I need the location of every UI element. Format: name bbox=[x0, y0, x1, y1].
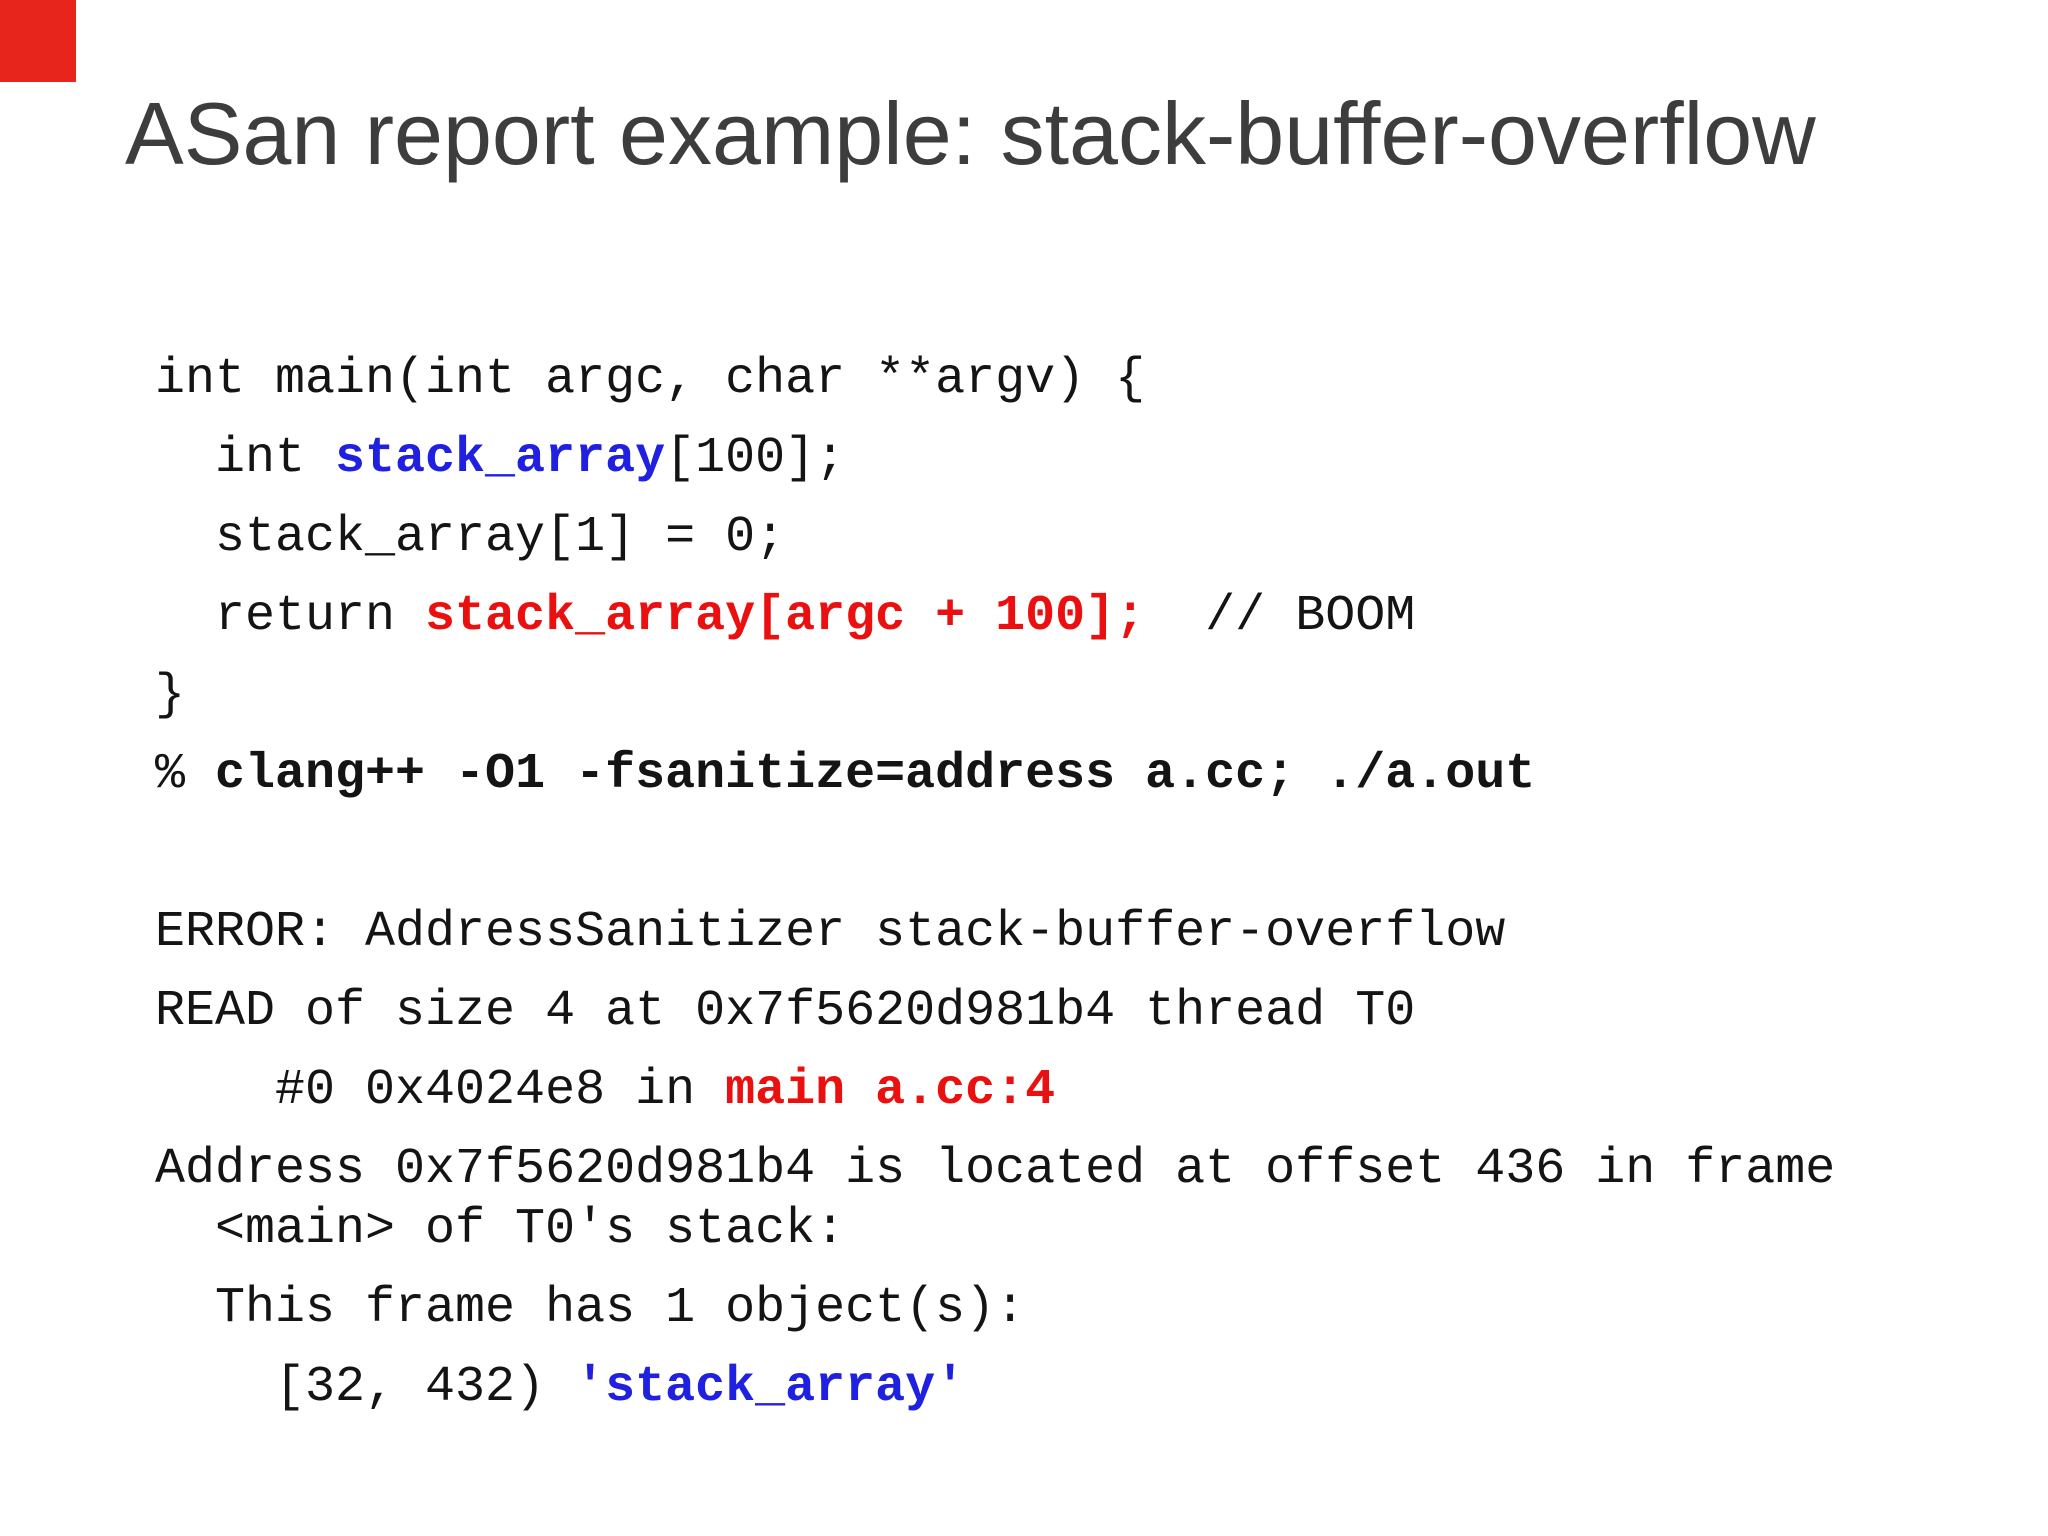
code-segment: return bbox=[155, 588, 426, 645]
code-paragraph: This frame has 1 object(s): bbox=[155, 1279, 1835, 1339]
code-segment: This frame has 1 object(s): bbox=[155, 1280, 1026, 1337]
code-line: int stack_array[100]; bbox=[155, 429, 1835, 489]
code-line: Address 0x7f5620d981b4 is located at off… bbox=[155, 1140, 1835, 1200]
code-paragraph: % clang++ -O1 -fsanitize=address a.cc; .… bbox=[155, 745, 1835, 805]
code-line: READ of size 4 at 0x7f5620d981b4 thread … bbox=[155, 982, 1835, 1042]
code-segment: ERROR: AddressSanitizer stack-buffer-ove… bbox=[155, 904, 1506, 961]
code-line: int main(int argc, char **argv) { bbox=[155, 350, 1835, 410]
code-segment: clang++ -O1 -fsanitize=address a.cc; ./a… bbox=[215, 746, 1536, 803]
code-segment: [32, 432) bbox=[155, 1359, 576, 1416]
code-paragraph bbox=[155, 824, 1835, 884]
code-paragraph: [32, 432) 'stack_array' bbox=[155, 1358, 1835, 1418]
code-line: stack_array[1] = 0; bbox=[155, 508, 1835, 568]
code-line: This frame has 1 object(s): bbox=[155, 1279, 1835, 1339]
code-paragraph: int stack_array[100]; bbox=[155, 429, 1835, 489]
code-line: #0 0x4024e8 in main a.cc:4 bbox=[155, 1061, 1835, 1121]
code-segment: // BOOM bbox=[1145, 588, 1416, 645]
code-paragraph: } bbox=[155, 666, 1835, 726]
code-segment: stack_array[1] = 0; bbox=[155, 509, 786, 566]
code-paragraph: int main(int argc, char **argv) { bbox=[155, 350, 1835, 410]
code-line: return stack_array[argc + 100]; // BOOM bbox=[155, 587, 1835, 647]
code-line bbox=[155, 824, 1835, 884]
code-block: int main(int argc, char **argv) { int st… bbox=[155, 350, 1835, 1437]
code-segment: Address 0x7f5620d981b4 is located at off… bbox=[155, 1141, 1836, 1198]
code-segment: int main(int argc, char **argv) { bbox=[155, 351, 1146, 408]
code-paragraph: #0 0x4024e8 in main a.cc:4 bbox=[155, 1061, 1835, 1121]
code-paragraph: Address 0x7f5620d981b4 is located at off… bbox=[155, 1140, 1835, 1260]
code-line: <main> of T0's stack: bbox=[155, 1200, 1835, 1260]
code-segment: READ of size 4 at 0x7f5620d981b4 thread … bbox=[155, 983, 1416, 1040]
code-segment: [100]; bbox=[665, 430, 846, 487]
code-segment: 'stack_array' bbox=[575, 1359, 966, 1416]
code-paragraph: READ of size 4 at 0x7f5620d981b4 thread … bbox=[155, 982, 1835, 1042]
red-corner-marker bbox=[0, 0, 76, 82]
code-line: [32, 432) 'stack_array' bbox=[155, 1358, 1835, 1418]
code-segment: <main> of T0's stack: bbox=[155, 1201, 846, 1258]
code-paragraph: return stack_array[argc + 100]; // BOOM bbox=[155, 587, 1835, 647]
code-line: } bbox=[155, 666, 1835, 726]
code-segment: } bbox=[155, 667, 186, 724]
code-segment: stack_array[argc + 100]; bbox=[425, 588, 1146, 645]
code-segment: #0 0x4024e8 in bbox=[155, 1062, 726, 1119]
code-line: ERROR: AddressSanitizer stack-buffer-ove… bbox=[155, 903, 1835, 963]
code-line: % clang++ -O1 -fsanitize=address a.cc; .… bbox=[155, 745, 1835, 805]
code-segment: int bbox=[155, 430, 336, 487]
code-paragraph: ERROR: AddressSanitizer stack-buffer-ove… bbox=[155, 903, 1835, 963]
code-segment: % bbox=[155, 746, 216, 803]
code-segment: main a.cc:4 bbox=[725, 1062, 1056, 1119]
slide-title: ASan report example: stack-buffer-overfl… bbox=[125, 84, 1816, 183]
code-paragraph: stack_array[1] = 0; bbox=[155, 508, 1835, 568]
code-segment: stack_array bbox=[335, 430, 666, 487]
